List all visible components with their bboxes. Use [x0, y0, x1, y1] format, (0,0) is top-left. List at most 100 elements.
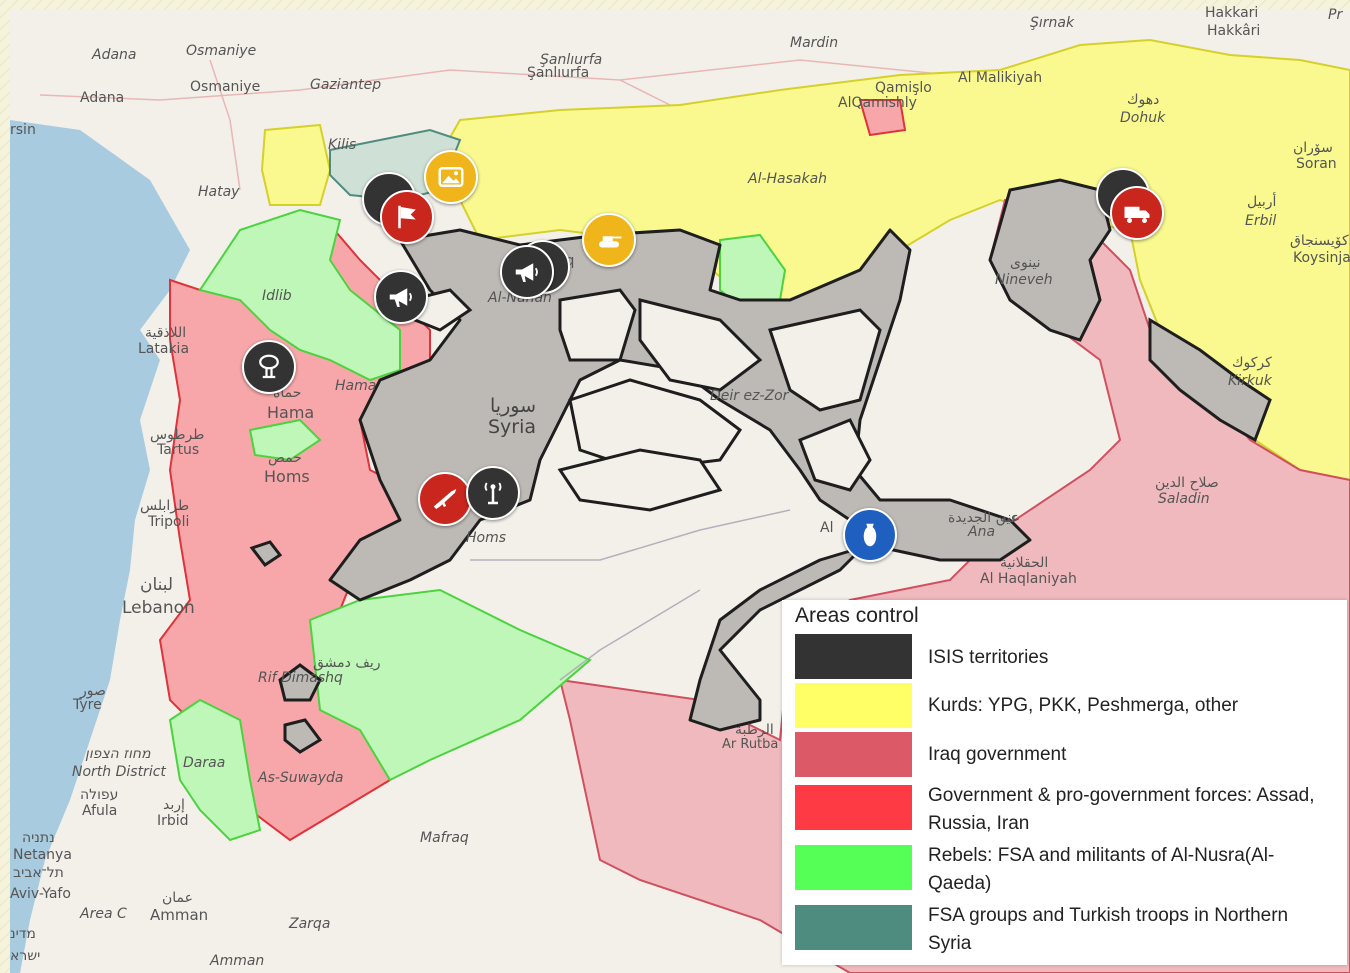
truck-marker[interactable]: [1110, 186, 1164, 240]
place-label: Ana: [968, 524, 996, 540]
place-label: Qamişlo: [875, 80, 932, 96]
legend-label: Rebels: FSA and militants of Al-Nusra(Al…: [928, 845, 1275, 894]
legend-label: ISIS territories: [928, 647, 1049, 668]
country-label: Lebanon: [122, 598, 195, 618]
place-label: Adana: [80, 90, 125, 106]
place-label: Tartus: [157, 442, 200, 458]
country-label: لبنان: [140, 575, 174, 595]
photo-marker[interactable]: [424, 150, 478, 204]
country-label: سوريا: [490, 395, 536, 417]
bomb-icon: [863, 523, 877, 547]
place-label: Mardin: [790, 35, 839, 51]
place-label: صور: [80, 683, 106, 699]
place-label: طرطوس: [150, 427, 205, 443]
megaphone-icon: [389, 288, 412, 307]
place-label: سۆران: [1293, 140, 1333, 156]
rebels-area-idlib: [198, 208, 401, 382]
place-label: Şanlıurfa: [540, 52, 603, 68]
place-label: מדינ: [10, 926, 36, 942]
hatched-border: [0, 0, 1350, 10]
place-label: Amman: [210, 953, 265, 969]
place-label: ישרא: [10, 948, 41, 964]
place-label: كركوك: [1232, 355, 1272, 371]
place-label: Hakkari: [1205, 5, 1259, 21]
antenna-marker[interactable]: [466, 466, 520, 520]
place-label: نينوى: [1010, 255, 1041, 271]
place-label: عمان: [162, 890, 193, 906]
place-label: Hakkâri: [1207, 23, 1261, 39]
place-label: طرابلس: [140, 498, 190, 514]
place-label: Al Malikiyah: [958, 70, 1043, 86]
explosion-icon: [259, 354, 279, 379]
place-label: Al-Hasakah: [748, 171, 828, 187]
place-label: Tyre: [73, 697, 102, 713]
place-label: מחוז הצפון: [85, 746, 151, 762]
place-label: Ar Rutba: [722, 737, 779, 752]
legend-swatch: [795, 634, 912, 679]
tank-icon: [599, 236, 622, 248]
place-label: إربد: [163, 797, 185, 813]
place-label: Al: [820, 520, 834, 536]
place-label: حمص: [268, 450, 302, 466]
place-label: נתניה: [22, 830, 55, 846]
place-label: Netanya: [13, 847, 72, 863]
place-label: Zarqa: [289, 916, 331, 932]
place-label: ريف دمشق: [313, 655, 381, 671]
rebels-area-south: [308, 588, 592, 782]
antenna-icon: [484, 482, 502, 505]
megaphone-marker-raqqa[interactable]: [500, 245, 554, 299]
place-label: Nineveh: [995, 272, 1053, 288]
place-label: Homs: [264, 467, 310, 486]
legend-swatch: [795, 732, 912, 777]
place-label: Şanlıurfa: [527, 65, 590, 81]
place-label: Koysinjaq: [1293, 250, 1350, 266]
place-label: Gaziantep: [310, 77, 382, 93]
tank-marker[interactable]: [582, 213, 636, 267]
place-label: Mafraq: [420, 830, 469, 846]
kurds-area-afrin: [260, 123, 332, 206]
place-label: Osmaniye: [190, 79, 261, 95]
place-label: Daraa: [183, 755, 226, 771]
place-label: Saladin: [1158, 491, 1210, 507]
place-label: Idlib: [262, 288, 292, 304]
mediterranean-sea: [10, 120, 190, 973]
place-label: Soran: [1296, 156, 1337, 172]
place-label: Pr: [1328, 7, 1343, 23]
legend-panel: Areas control ISIS territories Kurds: YP…: [782, 600, 1347, 965]
place-label: اللاذقية: [145, 325, 187, 341]
rebels-area-daraa: [168, 698, 262, 842]
legend-label: FSA groups and Turkish troops in Norther…: [928, 905, 1289, 954]
place-label: أربيل: [1247, 194, 1277, 210]
rifle-marker[interactable]: [418, 472, 472, 526]
image-icon: [438, 167, 464, 187]
country-label: Syria: [488, 416, 537, 438]
legend-swatch: [795, 683, 912, 728]
place-label: As-Suwayda: [258, 770, 344, 786]
place-label: عنه: [1000, 510, 1021, 526]
place-label: Amman: [150, 906, 209, 924]
place-label: Osmaniye: [186, 43, 257, 59]
isis-area-iraq: [988, 178, 1112, 342]
flag-icon: [398, 205, 416, 229]
place-label: Irbid: [157, 813, 189, 829]
place-label: Hama: [267, 403, 315, 422]
place-label: Al Haqlaniyah: [980, 571, 1077, 587]
place-label: Adana: [92, 47, 137, 63]
bomb-marker[interactable]: [843, 508, 897, 562]
place-label: Şırnak: [1030, 15, 1075, 31]
place-label: الرطبة: [735, 722, 774, 738]
place-label: Deir ez-Zor: [710, 388, 789, 404]
place-label: North District: [72, 764, 166, 780]
place-label: Latakia: [138, 341, 190, 357]
place-label: عين الجديدة: [948, 510, 1019, 526]
flag-marker[interactable]: [380, 190, 434, 244]
place-label: الحقلانية: [1000, 555, 1049, 571]
explosion-marker[interactable]: [242, 340, 296, 394]
legend-swatch: [795, 905, 912, 950]
megaphone-marker-aleppo[interactable]: [374, 270, 428, 324]
megaphone-icon: [515, 263, 538, 282]
place-label: עפולה: [80, 787, 119, 803]
place-label: Erbil: [1245, 213, 1277, 229]
truck-icon: [1124, 206, 1150, 223]
